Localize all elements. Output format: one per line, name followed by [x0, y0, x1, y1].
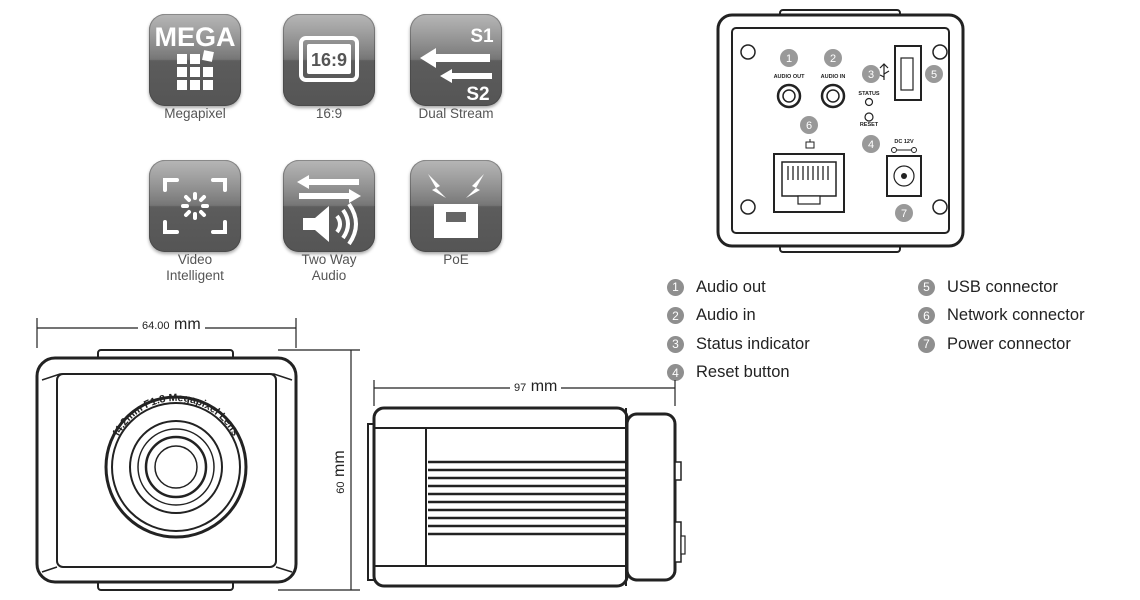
rear-panel-diagram: 1 2 3 4 5 6 7 AUDIO OUT AUDIO IN STATUS …	[716, 9, 965, 253]
rear-callout-1: 1	[786, 53, 792, 65]
feature-label-poe: PoE	[443, 252, 469, 267]
feature-dual-stream: S1 S2 Dual Stream	[402, 14, 510, 122]
dual-stream-s1-text: S1	[470, 26, 494, 47]
dual-stream-icon: S1 S2	[410, 14, 502, 106]
audio-out-label: AUDIO OUT	[774, 74, 806, 80]
rear-screws	[740, 44, 948, 215]
side-length-dimension: 97 mm	[510, 378, 562, 396]
rear-callout-3: 3	[868, 69, 874, 81]
status-label: STATUS	[858, 91, 880, 97]
video-intelligent-icon	[149, 160, 241, 252]
dc-label: DC 12V	[894, 139, 914, 145]
reset-label: RESET	[860, 122, 879, 128]
audio-in-label: AUDIO IN	[821, 74, 846, 80]
aspect-ratio-icon: 16:9	[283, 14, 375, 106]
poe-icon	[410, 160, 502, 252]
front-width-dimension: 64.00 mm	[138, 316, 205, 334]
megapixel-icon-text: MEGA	[155, 22, 236, 52]
feature-megapixel: MEGA Megapixel	[141, 14, 249, 122]
two-way-audio-icon	[283, 160, 375, 252]
rear-callout-5: 5	[931, 69, 937, 81]
rear-callout-7: 7	[901, 208, 907, 220]
feature-label-megapixel: Megapixel	[164, 106, 226, 121]
feature-poe: PoE	[402, 160, 510, 268]
feature-label-aspect-ratio: 16:9	[315, 106, 343, 121]
feature-aspect-ratio: 16:9 16:9	[275, 14, 383, 122]
aspect-ratio-icon-text: 16:9	[311, 50, 347, 70]
dual-stream-s2-text: S2	[466, 84, 489, 105]
side-heat-fins	[428, 460, 626, 536]
front-height-dimension: 60 mm	[331, 438, 349, 506]
front-view-diagram: f4.2mm F1.8 Megapixel Lens	[35, 318, 360, 591]
status-led	[864, 97, 874, 107]
side-view-diagram	[367, 380, 686, 588]
rear-callout-6: 6	[806, 120, 812, 132]
megapixel-icon: MEGA	[149, 14, 241, 106]
reset-button	[864, 112, 874, 122]
rear-callout-4: 4	[868, 139, 874, 151]
rear-callouts	[780, 49, 943, 222]
feature-label-dual-stream: Dual Stream	[418, 106, 494, 121]
rear-callout-2: 2	[830, 53, 836, 65]
